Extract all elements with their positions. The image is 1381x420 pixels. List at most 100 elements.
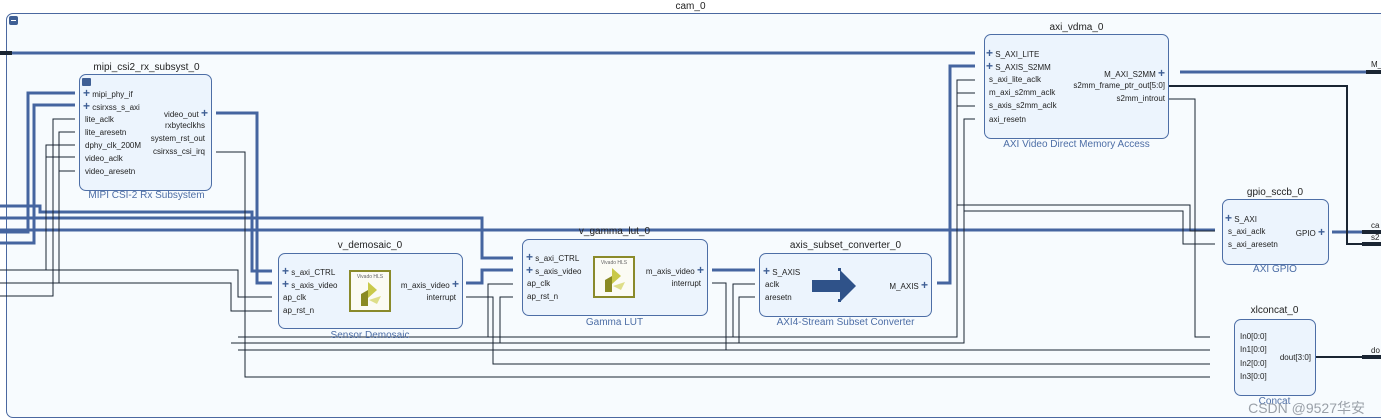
pin-lite-aresetn[interactable]: lite_aresetn bbox=[85, 128, 127, 137]
bus-mipi-s-axi bbox=[0, 103, 75, 245]
wire-rst-subset bbox=[500, 296, 755, 344]
pin-in3[interactable]: In3[0:0] bbox=[1240, 372, 1267, 381]
expand-icon[interactable]: + bbox=[200, 106, 208, 120]
pin-s-axi-ctrl[interactable]: + s_axi_CTRL bbox=[282, 264, 336, 278]
wire-clk bbox=[0, 269, 272, 298]
pin-ap-clk[interactable]: ap_clk bbox=[283, 293, 307, 302]
wire-clk-gamma bbox=[238, 283, 513, 338]
pin-ap-rst-n[interactable]: ap_rst_n bbox=[283, 306, 315, 315]
pin-s2mm-introut[interactable]: s2mm_introut bbox=[1116, 94, 1165, 103]
axi-gpio-block[interactable]: + S_AXI s_axi_aclk s_axi_aresetn GPIO + bbox=[1222, 199, 1329, 265]
wire-vdma-rst bbox=[739, 118, 975, 344]
vivado-hls-logo-icon: Vivado HLS bbox=[349, 270, 391, 312]
gpio-block-subtitle: AXI GPIO bbox=[1253, 264, 1297, 275]
pin-s-axis-video[interactable]: + s_axis_video bbox=[282, 277, 338, 291]
pin-mipi-phy-if[interactable]: + mipi_phy_if bbox=[83, 86, 133, 100]
ext-port-cam-gpio[interactable]: ca bbox=[1371, 221, 1380, 230]
pin-s-axi-ctrl[interactable]: + s_axi_CTRL bbox=[526, 250, 580, 264]
expand-icon[interactable]: + bbox=[451, 277, 459, 291]
pin-s-axi-aclk[interactable]: s_axi_aclk bbox=[1228, 227, 1266, 236]
mipi-csi2-rx-block[interactable]: + mipi_phy_if + csirxss_s_axi lite_aclk … bbox=[79, 74, 212, 191]
pin-s-axi-lite[interactable]: + S_AXI_LITE bbox=[986, 46, 1040, 60]
pin-csi-irq[interactable]: csirxss_csi_irq bbox=[152, 147, 205, 156]
pin-video-aclk[interactable]: video_aclk bbox=[85, 154, 123, 163]
pin-m-axis-video[interactable]: m_axis_video + bbox=[645, 263, 704, 277]
pin-m-axi-s2mm[interactable]: M_AXI_S2MM + bbox=[1104, 66, 1165, 80]
pin-in0[interactable]: In0[0:0] bbox=[1240, 332, 1267, 341]
wire-rst-bus bbox=[231, 296, 513, 344]
pin-s-axi-aresetn[interactable]: s_axi_aresetn bbox=[1228, 240, 1278, 249]
gamma-lut-block[interactable]: + s_axi_CTRL + s_axis_video ap_clk ap_rs… bbox=[522, 239, 708, 316]
subset-block-subtitle: AXI4-Stream Subset Converter bbox=[776, 317, 915, 328]
collapse-icon[interactable] bbox=[9, 16, 18, 25]
expand-icon[interactable]: + bbox=[1157, 66, 1165, 80]
pin-in1[interactable]: In1[0:0] bbox=[1240, 345, 1267, 354]
pin-video-aresetn[interactable]: video_aresetn bbox=[85, 167, 136, 176]
pin-video-out[interactable]: video_out + bbox=[164, 106, 208, 120]
wire-demosaic-int bbox=[466, 296, 1210, 365]
bus-video-out bbox=[216, 111, 272, 285]
expand-icon[interactable]: + bbox=[696, 263, 704, 277]
pin-dout[interactable]: dout[3:0] bbox=[1279, 353, 1311, 362]
expand-icon[interactable]: + bbox=[83, 86, 91, 100]
expand-icon[interactable]: + bbox=[1225, 211, 1233, 225]
wire-clk-subset bbox=[488, 283, 755, 338]
expand-icon[interactable]: + bbox=[526, 263, 534, 277]
pin-interrupt[interactable]: interrupt bbox=[426, 293, 456, 302]
ext-port-m-axi[interactable]: M_ bbox=[1371, 60, 1381, 69]
expand-icon[interactable]: + bbox=[282, 264, 290, 278]
pin-aresetn[interactable]: aresetn bbox=[765, 293, 792, 302]
pin-s-axis-s2mm-aclk[interactable]: s_axis_s2mm_aclk bbox=[989, 101, 1057, 110]
pin-m-axis-video[interactable]: m_axis_video + bbox=[400, 277, 459, 291]
expand-icon[interactable]: + bbox=[83, 99, 91, 113]
pin-frame-ptr-out[interactable]: s2mm_frame_ptr_out[5:0] bbox=[1073, 81, 1165, 90]
pin-s-axis-s2mm[interactable]: + S_AXIS_S2MM bbox=[986, 59, 1051, 73]
gamma-block-name: v_gamma_lut_0 bbox=[578, 226, 651, 237]
wire-gpio-rst bbox=[964, 210, 1215, 245]
demosaic-block[interactable]: + s_axi_CTRL + s_axis_video ap_clk ap_rs… bbox=[278, 253, 463, 329]
pin-ap-clk[interactable]: ap_clk bbox=[527, 279, 551, 288]
ext-port-s2mm[interactable]: s2 bbox=[1371, 233, 1380, 242]
pin-in2[interactable]: In2[0:0] bbox=[1240, 359, 1267, 368]
expand-icon[interactable]: + bbox=[920, 278, 928, 292]
pin-aclk[interactable]: aclk bbox=[765, 280, 780, 289]
pin-ap-rst-n[interactable]: ap_rst_n bbox=[527, 292, 559, 301]
axis-subset-converter-block[interactable]: + S_AXIS aclk aresetn M_AXIS + bbox=[759, 253, 932, 317]
pin-s-axis-video[interactable]: + s_axis_video bbox=[526, 263, 582, 277]
expand-icon[interactable]: + bbox=[282, 277, 290, 291]
vivado-hls-logo-icon: Vivado HLS bbox=[593, 256, 635, 298]
pin-s-axi-lite-aclk[interactable]: s_axi_lite_aclk bbox=[989, 75, 1042, 84]
expand-icon[interactable]: + bbox=[986, 59, 994, 73]
pin-m-axis[interactable]: M_AXIS + bbox=[889, 278, 928, 292]
bus-mipi-phy bbox=[0, 91, 75, 234]
ext-port-dout[interactable]: do bbox=[1371, 346, 1380, 355]
pin-s-axi[interactable]: + S_AXI bbox=[1225, 211, 1257, 225]
xlconcat-block[interactable]: In0[0:0] In1[0:0] In2[0:0] In3[0:0] dout… bbox=[1234, 319, 1316, 396]
pin-system-rst-out[interactable]: system_rst_out bbox=[150, 134, 205, 143]
pin-csirxss-s-axi[interactable]: + csirxss_s_axi bbox=[83, 99, 140, 113]
bus-demosaic-ctrl bbox=[0, 204, 272, 273]
hierarchy-title: cam_0 bbox=[675, 1, 706, 12]
axi-vdma-block[interactable]: + S_AXI_LITE + S_AXIS_S2MM s_axi_lite_ac… bbox=[984, 34, 1169, 139]
pin-dphy-clk[interactable]: dphy_clk_200M bbox=[85, 141, 142, 150]
pin-gpio[interactable]: GPIO + bbox=[1295, 225, 1325, 239]
wire-gamma-int bbox=[712, 282, 727, 350]
more-icon[interactable] bbox=[82, 78, 91, 86]
stream-arrow-icon bbox=[812, 268, 856, 302]
pin-axi-resetn[interactable]: axi_resetn bbox=[989, 115, 1026, 124]
expand-icon[interactable]: + bbox=[986, 46, 994, 60]
pin-m-axi-s2mm-aclk[interactable]: m_axi_s2mm_aclk bbox=[989, 88, 1056, 97]
wire-irq-mipi bbox=[216, 151, 1210, 378]
pin-s-axis[interactable]: + S_AXIS bbox=[763, 264, 801, 278]
pin-lite-aclk[interactable]: lite_aclk bbox=[85, 115, 114, 124]
mipi-block-name: mipi_csi2_rx_subsyst_0 bbox=[93, 62, 200, 73]
watermark: CSDN @9527华安 bbox=[1248, 400, 1365, 416]
pin-rxbyteclkhs[interactable]: rxbyteclkhs bbox=[164, 121, 205, 130]
expand-icon[interactable]: + bbox=[763, 264, 771, 278]
pin-interrupt[interactable]: interrupt bbox=[671, 279, 701, 288]
expand-icon[interactable]: + bbox=[1317, 225, 1325, 239]
wire-rst-2 bbox=[58, 131, 75, 283]
expand-icon[interactable]: + bbox=[526, 250, 534, 264]
bus-subset-out bbox=[937, 64, 975, 285]
